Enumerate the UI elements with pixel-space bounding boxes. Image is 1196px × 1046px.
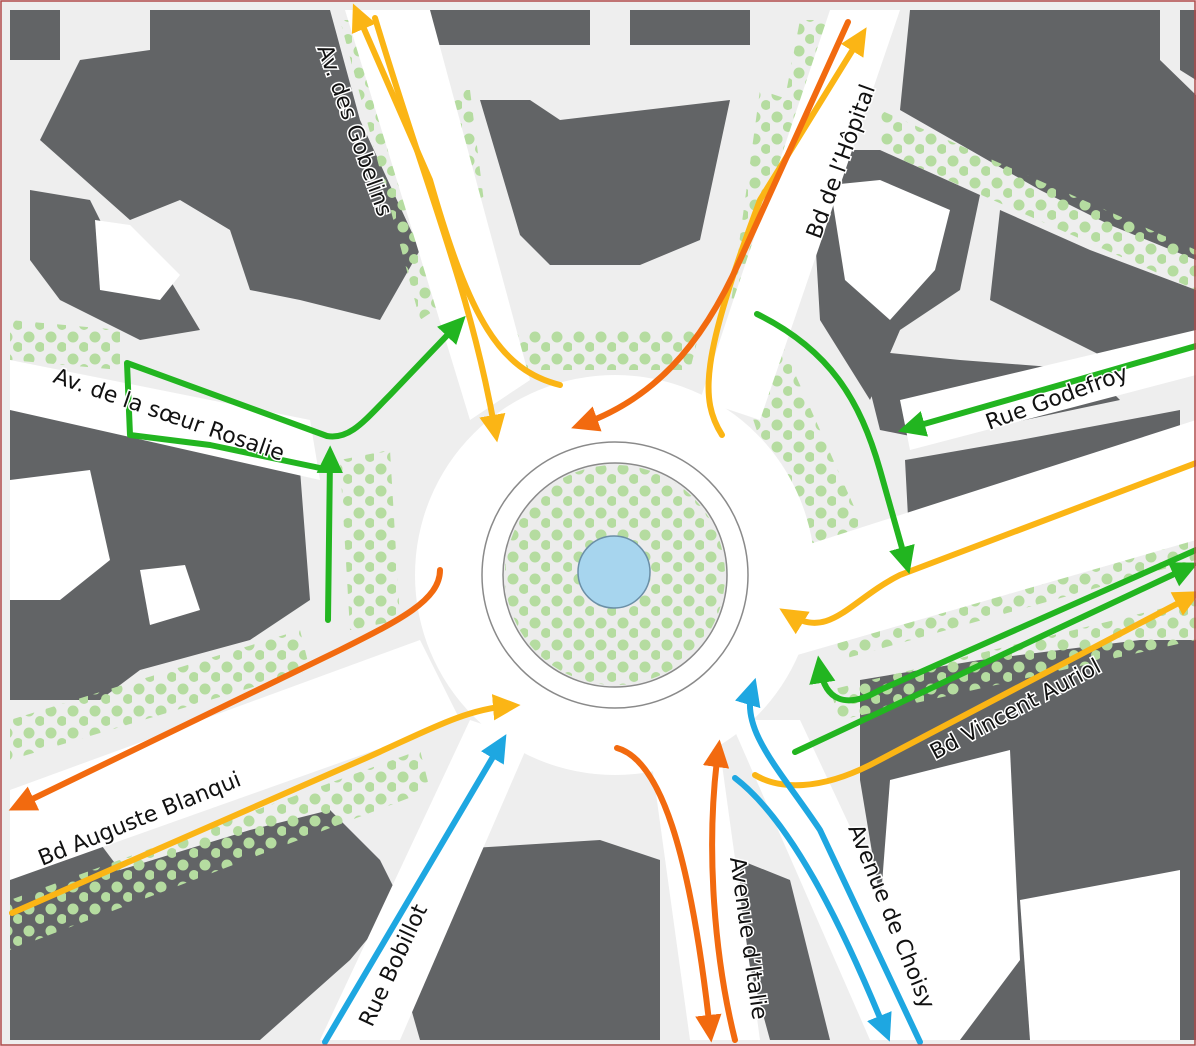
flow-blanqui-in: [9, 694, 521, 916]
flow-choisy-in: [735, 677, 923, 1045]
flow-rosalie-stem: [316, 445, 344, 623]
flow-auriol-out: [779, 460, 1196, 635]
flow-godefroy-in: [897, 343, 1196, 437]
flow-hopital-out: [705, 27, 867, 438]
flow-gobelins-out: [351, 3, 563, 388]
traffic-flows: [8, 3, 1196, 1045]
flow-choisy-out: [732, 775, 892, 1042]
flow-rosalie-out: [124, 315, 466, 471]
flow-auriol-green-in: [809, 547, 1196, 704]
flow-italie-in: [614, 745, 722, 1043]
flow-auriol-in: [752, 591, 1196, 789]
flow-auriol-green-out: [792, 562, 1196, 755]
fountain-basin: [577, 535, 651, 609]
flow-italie-out: [702, 739, 738, 1043]
central-roundabout: [481, 441, 749, 709]
flow-hopital-right: [754, 311, 915, 575]
flow-bobillot-in: [322, 734, 507, 1045]
courtyards: [10, 180, 1180, 1040]
flow-blanqui-out: [8, 567, 443, 811]
flow-hopital-in: [571, 19, 851, 432]
